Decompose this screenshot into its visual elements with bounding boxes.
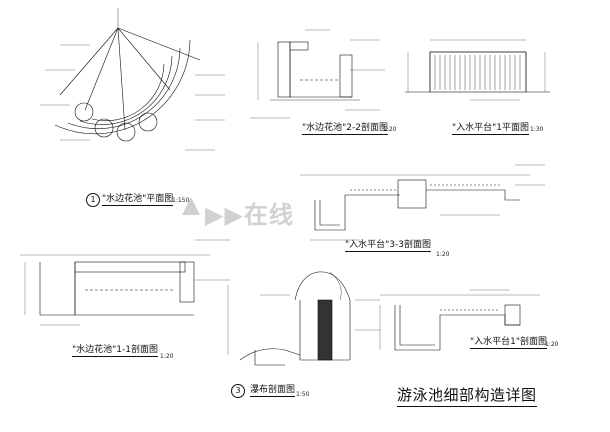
- platform-plan-drawing: [405, 39, 550, 101]
- waterfall-section-caption: 瀑布剖面图: [250, 385, 296, 397]
- drawing-title: 游泳池细部构造详图: [397, 384, 537, 407]
- platform-1-section-caption: "入水平台1"剖面图: [470, 337, 548, 349]
- platform-plan-scale: 1:30: [530, 126, 544, 133]
- planter-plan-scale: 1:150: [172, 197, 190, 204]
- view-number-badge: 1: [86, 193, 100, 207]
- platform-section-3-3-drawing: [300, 164, 545, 241]
- platform-section-3-3-scale: 1:20: [436, 251, 450, 258]
- planter-section-1-1-scale: 1:20: [160, 353, 174, 360]
- planter-section-1-1-caption: "水边花池"1-1剖面图: [72, 345, 158, 357]
- watermark-logo-icon: [182, 197, 200, 215]
- watermark-text: ▶▶在线: [205, 201, 294, 229]
- planter-section-2-2-scale: 1:20: [383, 126, 397, 133]
- platform-1-section-scale: 1:20: [545, 341, 559, 348]
- platform-plan-caption: "入水平台"1平面图: [452, 123, 530, 135]
- planter-plan-drawing: [40, 8, 225, 151]
- platform-1-section-drawing: [379, 289, 540, 351]
- planter-section-2-2-drawing: [250, 29, 385, 119]
- waterfall-section-drawing: [227, 271, 380, 366]
- planter-section-2-2-caption: "水边花池"2-2剖面图: [302, 123, 388, 135]
- view-number-badge: 3: [231, 384, 245, 398]
- planter-section-1-1-drawing: [20, 239, 230, 326]
- platform-section-3-3-caption: "入水平台"3-3剖面图: [345, 240, 431, 252]
- waterfall-section-scale: 1:50: [296, 391, 310, 398]
- planter-plan-caption: "水边花池"平面图: [102, 194, 174, 206]
